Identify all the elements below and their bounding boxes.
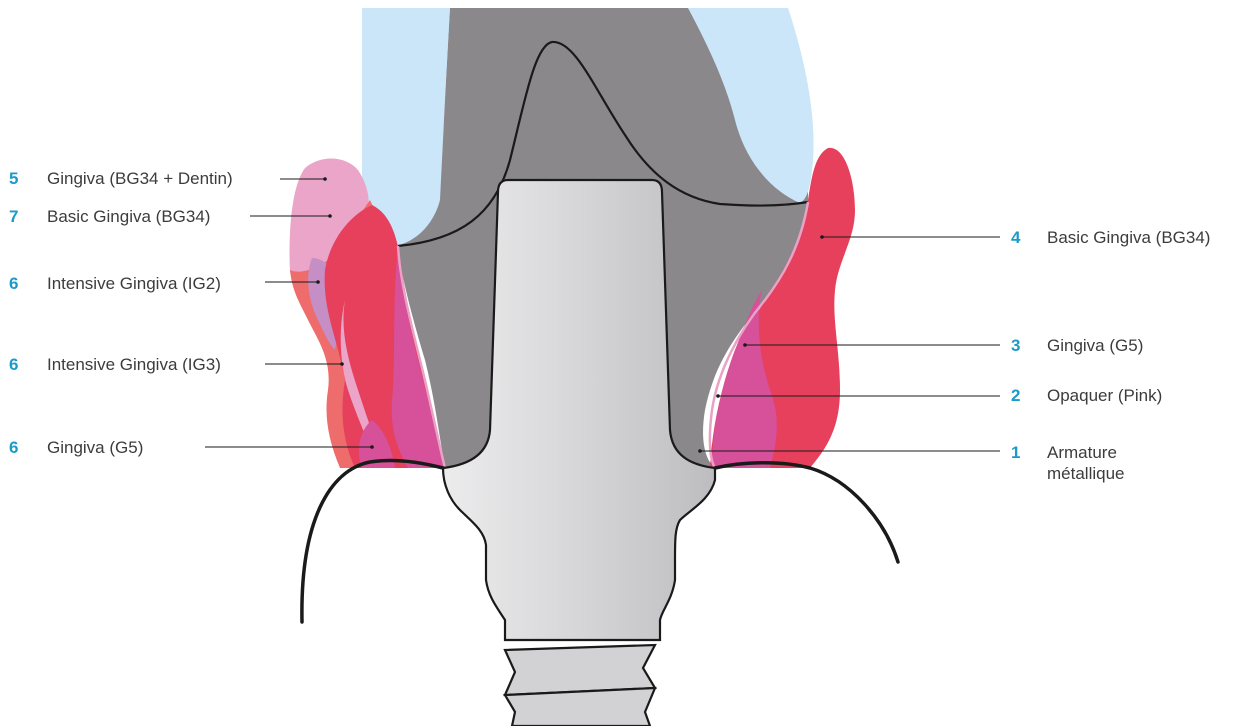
label-right-4-number: 1 (1011, 442, 1020, 463)
label-right-1-text: Basic Gingiva (BG34) (1047, 227, 1210, 248)
label-right-3-text: Opaquer (Pink) (1047, 385, 1162, 406)
label-left-5-number: 6 (9, 437, 18, 458)
label-left-3-text: Intensive Gingiva (IG2) (47, 273, 221, 294)
label-right-1-number: 4 (1011, 227, 1020, 248)
implant-threads-2 (505, 688, 655, 726)
label-left-2-number: 7 (9, 206, 18, 227)
label-left-1-number: 5 (9, 168, 18, 189)
implant-threads (505, 645, 655, 695)
label-left-4-number: 6 (9, 354, 18, 375)
label-right-2-text: Gingiva (G5) (1047, 335, 1143, 356)
label-right-4-text: Armature métallique (1047, 442, 1157, 484)
soft-tissue-curve-right (715, 463, 898, 562)
label-left-2-text: Basic Gingiva (BG34) (47, 206, 210, 227)
label-left-5-text: Gingiva (G5) (47, 437, 143, 458)
soft-tissue-curve-left (302, 460, 443, 622)
label-left-3-number: 6 (9, 273, 18, 294)
label-right-2-number: 3 (1011, 335, 1020, 356)
label-left-4-text: Intensive Gingiva (IG3) (47, 354, 221, 375)
label-right-3-number: 2 (1011, 385, 1020, 406)
label-left-1-text: Gingiva (BG34 + Dentin) (47, 168, 233, 189)
